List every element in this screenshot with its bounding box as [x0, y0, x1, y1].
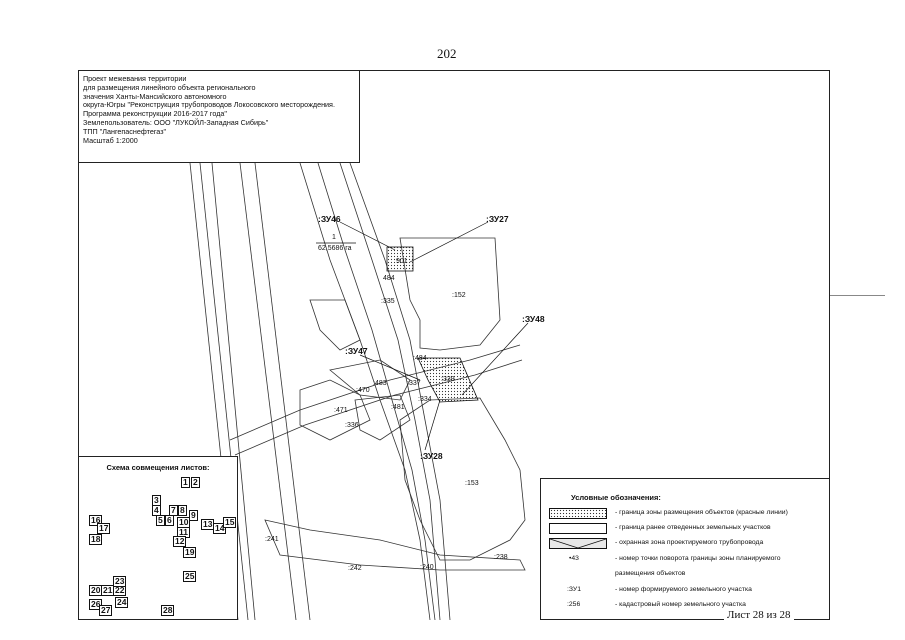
blank-swatch [549, 523, 607, 534]
sheet-28: 28 [161, 605, 175, 616]
sheet-1: 1 [181, 477, 190, 488]
sheet-26: 26 [89, 599, 103, 610]
sheet-16: 16 [89, 515, 103, 526]
cadastral-242: :242 [348, 565, 362, 572]
cadastral-336: :336 [345, 422, 359, 429]
sheet-18: 18 [89, 534, 103, 545]
legend-text: - номер формируемого земельного участка [615, 586, 752, 593]
leader-zu46 [339, 221, 396, 251]
cadastral-471: :471 [334, 407, 348, 414]
sheet-24: 24 [115, 597, 129, 608]
cadastral-337: :337 [407, 380, 421, 387]
edge-line [830, 295, 885, 296]
legend-text: - граница зоны размещения объектов (крас… [615, 509, 788, 516]
cadastral-339: :339 [441, 376, 455, 383]
parcel-470 [299, 379, 371, 441]
cadastral-483: :483 [373, 380, 387, 387]
parcel-152 [399, 237, 501, 351]
cadastral-335: :335 [381, 298, 395, 305]
map-frame [78, 70, 830, 620]
cadastral-334: :334 [418, 396, 432, 403]
parcel-483 [329, 359, 411, 401]
sheet-number: Лист 28 из 28 [724, 609, 794, 621]
cadastral-484b: 484 [383, 275, 395, 282]
sheet-9: 9 [189, 510, 198, 521]
sheet-scheme: Схема совмещения листов: 1 2 3 4 5 6 7 8… [78, 456, 238, 620]
leader-zu28 [424, 399, 441, 451]
cadastral-153: :153 [465, 480, 479, 487]
sheet-27: 27 [99, 605, 113, 616]
sheet-12: 12 [173, 536, 187, 547]
page-number: 202 [437, 46, 457, 61]
road-line [211, 162, 256, 621]
legend-title: Условные обозначения: [571, 493, 661, 502]
crossing-road [234, 359, 523, 456]
road-line [199, 162, 249, 621]
title-line: для размещения линейного объекта региона… [83, 82, 256, 92]
cadastral-241: :241 [265, 536, 279, 543]
parcel-number: 1 [332, 234, 336, 241]
zone-label-zu28: :ЗУ28 [420, 451, 443, 461]
dotted-swatch [549, 508, 607, 519]
point-symbol: •43 [569, 555, 579, 562]
sheet-19: 19 [183, 547, 197, 558]
road-line [339, 162, 441, 621]
zone-label-zu47: :ЗУ47 [345, 346, 368, 356]
sheet-8: 8 [178, 505, 187, 516]
road-line [349, 162, 451, 621]
title-line: Землепользователь: ООО "ЛУКОЙЛ-Западная … [83, 117, 269, 127]
sheet-15: 15 [223, 517, 237, 528]
title-line: значения Ханты-Мансийского автономного [83, 91, 227, 101]
legend-text: - номер точки поворота границы зоны план… [615, 555, 781, 562]
zone-hatch-south [417, 357, 479, 403]
road-line [254, 162, 311, 621]
road-line [239, 162, 297, 621]
parcel-area: 62,5686 га [318, 245, 352, 252]
hatched-swatch [549, 538, 607, 549]
legend-text: - граница ранее отведенных земельных уча… [615, 524, 771, 531]
title-block: Проект межевания территории для размещен… [78, 70, 360, 163]
sheet-14: 14 [213, 523, 227, 534]
sheet-25: 25 [183, 571, 197, 582]
cadastral-symbol: :256 [567, 601, 581, 608]
sheet-23: 23 [113, 576, 127, 587]
cadastral-481: :481 [391, 404, 405, 411]
legend: Условные обозначения: - граница зоны раз… [540, 478, 830, 620]
title-line: Программа реконструкции 2016-2017 года" [83, 109, 227, 119]
sheet-2: 2 [191, 477, 200, 488]
legend-text: размещения объектов [615, 570, 686, 577]
title-line: округа-Югры "Реконструкция трубопроводов… [83, 100, 335, 110]
parcel-335 [309, 299, 361, 351]
sheet-17: 17 [97, 523, 111, 534]
leader-zu48 [461, 322, 529, 396]
cadastral-238: :238 [494, 554, 508, 561]
scheme-title: Схема совмещения листов: [106, 463, 210, 472]
zone-hatch-north [386, 246, 414, 272]
title-line: Масштаб 1:2000 [83, 135, 138, 145]
hatch-icon [549, 538, 607, 549]
leader-zu47 [359, 354, 421, 381]
cadastral-901: 901 [396, 258, 408, 265]
title-line: ТПП "Лангепаснефтегаз" [83, 126, 167, 136]
sheet-5: 5 [156, 515, 165, 526]
zone-label-zu48: :ЗУ48 [522, 314, 545, 324]
sheet-6: 6 [165, 515, 174, 526]
legend-text: - кадастровый номер земельного участка [615, 601, 746, 608]
cadastral-240: :240 [420, 564, 434, 571]
leader-zu27 [409, 221, 489, 263]
zone-label-zu46: :ЗУ46 [318, 214, 341, 224]
parcel-lower-left [264, 519, 526, 571]
zone-label-zu27: :ЗУ27 [486, 214, 509, 224]
road-line [299, 162, 431, 621]
sheet-7: 7 [169, 505, 178, 516]
cadastral-484: :484 [413, 355, 427, 362]
cadastral-470: :470 [356, 387, 370, 394]
road-line [317, 162, 436, 621]
title-line: Проект межевания территории [83, 74, 187, 83]
zu-symbol: :ЗУ1 [567, 586, 582, 593]
crossing-road [229, 344, 521, 441]
legend-text: - охранная зона проектируемого трубопров… [615, 539, 764, 546]
cadastral-152: :152 [452, 292, 466, 299]
